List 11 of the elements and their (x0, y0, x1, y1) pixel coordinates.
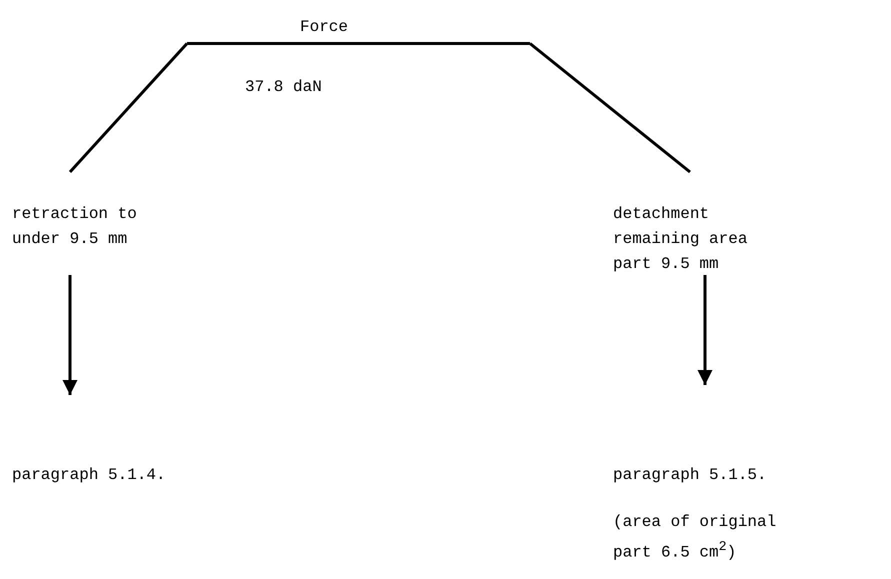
arrow (62, 275, 78, 395)
node-note: (area of original part 6.5 cm$^{2}$) (613, 512, 778, 564)
connector-line (68, 42, 188, 173)
force-label: Force (300, 17, 348, 38)
arrow (698, 275, 712, 385)
connector-line (529, 42, 691, 174)
node-text: paragraph 5.1.5. (613, 465, 768, 486)
node-text: retraction to under 9.5 mm (12, 204, 137, 250)
node-note: 37.8 daN (245, 77, 323, 98)
node-text: detachment remaining area part 9.5 mm (613, 204, 748, 275)
node-text: paragraph 5.1.4. (12, 465, 167, 486)
